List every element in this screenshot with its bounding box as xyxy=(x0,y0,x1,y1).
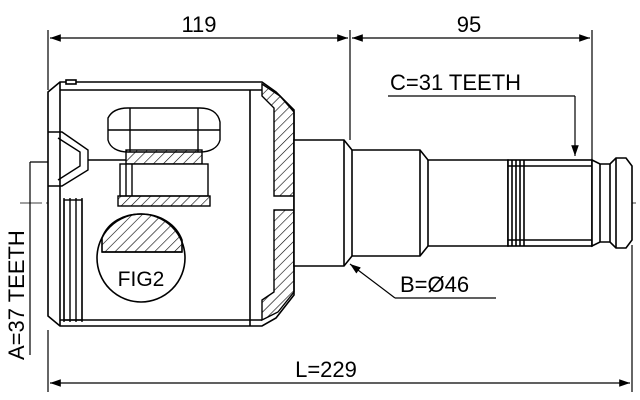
spline-end xyxy=(507,157,633,249)
tripod-roller xyxy=(107,107,221,153)
dimension-95 xyxy=(352,30,593,160)
detail-label-fig2: FIG2 xyxy=(118,268,165,291)
detail-circle-fig2 xyxy=(96,213,186,303)
diameter-b-label: B=Ø46 xyxy=(400,272,469,297)
housing-wall-section xyxy=(261,82,295,197)
dimension-95-label: 95 xyxy=(457,12,481,37)
leader-c-teeth xyxy=(388,95,579,156)
total-length-label: L=229 xyxy=(295,357,357,382)
spider-hub xyxy=(117,149,211,207)
leader-b-diameter xyxy=(349,263,496,299)
dimension-119 xyxy=(47,30,351,140)
dimension-119-label: 119 xyxy=(181,12,216,37)
shaft xyxy=(293,139,509,267)
dimension-total-length xyxy=(47,245,633,392)
housing-grooves xyxy=(63,198,83,322)
spline-a-teeth-label: A=37 TEETH xyxy=(4,230,29,360)
spline-c-teeth-label: C=31 TEETH xyxy=(390,70,521,95)
inner-boot xyxy=(48,131,126,187)
